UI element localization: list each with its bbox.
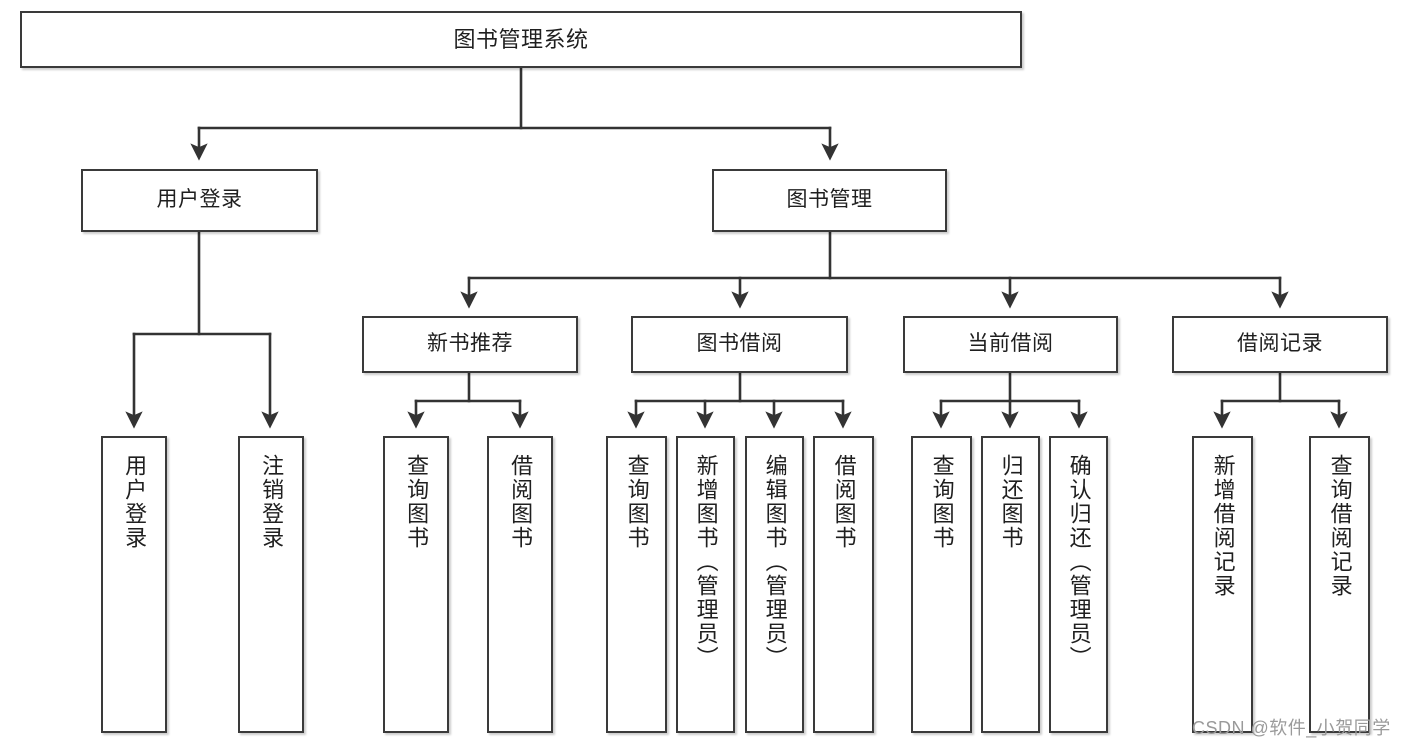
node-label: 借阅图书 xyxy=(831,454,857,550)
leaf-user-login[interactable]: 用户登录 xyxy=(101,436,167,733)
node-label: 当前借阅 xyxy=(967,332,1054,356)
leaf-query-book-borrow[interactable]: 查询图书 xyxy=(606,436,667,733)
node-root-system[interactable]: 图书管理系统 xyxy=(20,11,1022,68)
node-user-login[interactable]: 用户登录 xyxy=(81,169,318,232)
leaf-query-book-current[interactable]: 查询图书 xyxy=(911,436,972,733)
node-label: 新书推荐 xyxy=(427,332,513,356)
node-book-management[interactable]: 图书管理 xyxy=(712,169,947,232)
node-label: 新增图书（管理员） xyxy=(693,454,719,670)
node-label: 查询借阅记录 xyxy=(1327,454,1353,598)
node-label: 编辑图书（管理员） xyxy=(762,454,788,670)
leaf-query-book-recommend[interactable]: 查询图书 xyxy=(383,436,449,733)
node-borrow-record[interactable]: 借阅记录 xyxy=(1172,316,1388,373)
leaf-query-borrow-record[interactable]: 查询借阅记录 xyxy=(1309,436,1370,733)
node-new-book-recommend[interactable]: 新书推荐 xyxy=(362,316,578,373)
leaf-return-book[interactable]: 归还图书 xyxy=(981,436,1040,733)
node-label: 图书借阅 xyxy=(696,332,783,356)
node-label: 用户登录 xyxy=(156,188,243,212)
node-current-borrow[interactable]: 当前借阅 xyxy=(903,316,1118,373)
leaf-confirm-return-admin[interactable]: 确认归还（管理员） xyxy=(1049,436,1108,733)
leaf-edit-book-admin[interactable]: 编辑图书（管理员） xyxy=(745,436,804,733)
node-label: 注销登录 xyxy=(259,454,285,550)
node-label: 借阅图书 xyxy=(508,454,534,550)
node-label: 图书管理系统 xyxy=(453,26,589,52)
node-label: 归还图书 xyxy=(998,454,1024,550)
node-book-borrow[interactable]: 图书借阅 xyxy=(631,316,848,373)
node-label: 新增借阅记录 xyxy=(1210,454,1236,598)
leaf-borrow-book-recommend[interactable]: 借阅图书 xyxy=(487,436,553,733)
node-label: 图书管理 xyxy=(786,188,873,212)
node-label: 借阅记录 xyxy=(1237,332,1323,356)
node-label: 用户登录 xyxy=(122,454,148,550)
leaf-add-borrow-record[interactable]: 新增借阅记录 xyxy=(1192,436,1253,733)
leaf-add-book-admin[interactable]: 新增图书（管理员） xyxy=(676,436,735,733)
leaf-logout[interactable]: 注销登录 xyxy=(238,436,304,733)
node-label: 查询图书 xyxy=(404,454,430,550)
leaf-borrow-book[interactable]: 借阅图书 xyxy=(813,436,874,733)
node-label: 确认归还（管理员） xyxy=(1066,454,1092,670)
csdn-watermark: CSDN @软件_小贺同学 xyxy=(1192,718,1391,738)
node-label: 查询图书 xyxy=(624,454,650,550)
node-label: 查询图书 xyxy=(929,454,955,550)
